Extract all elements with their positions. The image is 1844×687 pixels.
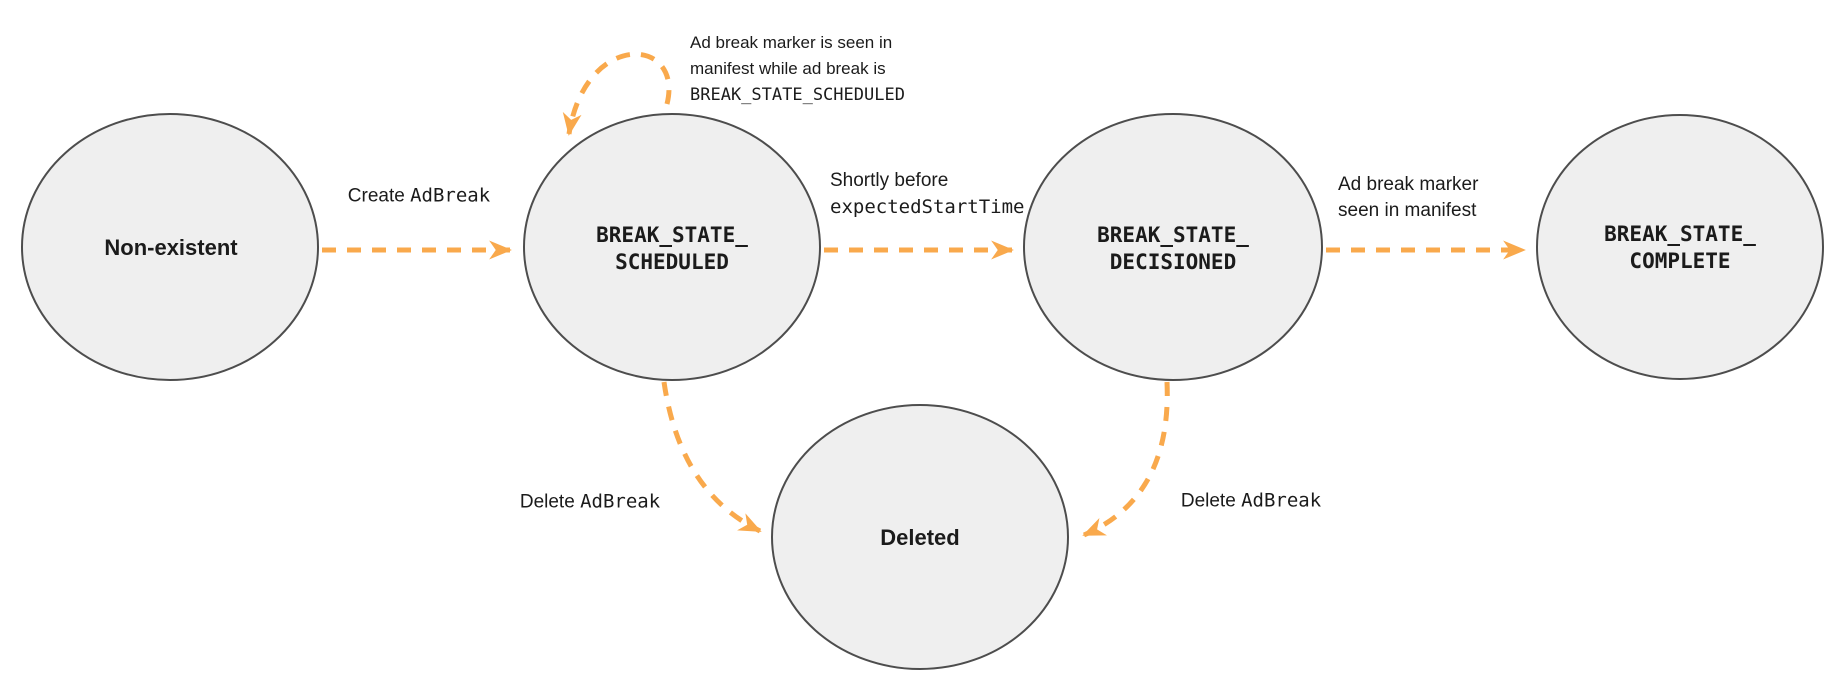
- shortly-before-code: expectedStartTime: [830, 196, 1025, 218]
- transition-label-delete-left: Delete AdBreak: [520, 489, 660, 516]
- delete-right-text: Delete: [1180, 490, 1242, 512]
- arrow-delete-from-decisioned: [1082, 381, 1170, 538]
- state-label-decisioned: BREAK_STATE_ DECISIONED: [1097, 222, 1249, 276]
- state-label-scheduled-line1: BREAK_STATE_: [596, 223, 748, 247]
- self-loop-line2: manifest while ad break is: [690, 59, 886, 78]
- shortly-before-text: Shortly before: [830, 170, 949, 191]
- self-loop-line1: Ad break marker is seen in: [690, 33, 893, 52]
- state-node-deleted: [771, 404, 1069, 670]
- transition-label-self-loop: Ad break marker is seen in manifest whil…: [690, 30, 905, 108]
- marker-seen-line1: Ad break marker: [1338, 174, 1479, 195]
- state-label-complete-line1: BREAK_STATE_: [1604, 222, 1756, 246]
- delete-left-code: AdBreak: [580, 490, 661, 513]
- self-loop-code: BREAK_STATE_SCHEDULED: [690, 85, 905, 105]
- state-label-scheduled-line2: SCHEDULED: [615, 250, 729, 274]
- state-label-scheduled: BREAK_STATE_ SCHEDULED: [596, 222, 748, 276]
- arrow-delete-from-scheduled: [661, 381, 762, 534]
- state-node-scheduled: [523, 113, 821, 381]
- create-text: Create: [347, 185, 411, 207]
- state-label-complete-line2: COMPLETE: [1629, 249, 1731, 273]
- state-node-non-existent: [21, 113, 319, 381]
- state-label-non-existent: Non-existent: [104, 235, 238, 260]
- transition-label-create-adbreak: Create AdBreak: [348, 183, 490, 210]
- transition-label-delete-right: Delete AdBreak: [1181, 488, 1321, 515]
- state-node-decisioned: [1023, 113, 1323, 381]
- state-label-decisioned-line2: DECISIONED: [1109, 250, 1237, 274]
- marker-seen-line2: seen in manifest: [1338, 200, 1477, 221]
- state-node-complete: [1536, 114, 1824, 380]
- transition-label-shortly-before: Shortly before expectedStartTime: [830, 168, 1024, 220]
- state-label-deleted: Deleted: [880, 525, 960, 550]
- transition-label-marker-seen: Ad break marker seen in manifest: [1338, 172, 1478, 224]
- state-label-decisioned-line1: BREAK_STATE_: [1097, 223, 1249, 247]
- delete-right-code: AdBreak: [1241, 489, 1322, 512]
- delete-left-text: Delete: [519, 491, 581, 513]
- state-label-complete: BREAK_STATE_ COMPLETE: [1604, 221, 1756, 275]
- create-code: AdBreak: [410, 184, 491, 207]
